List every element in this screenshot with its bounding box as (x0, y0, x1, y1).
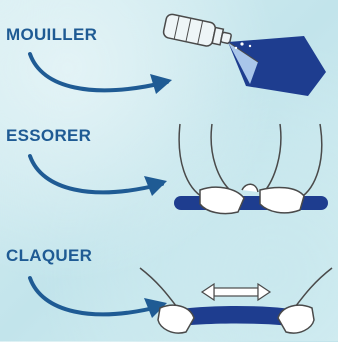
step-claquer: CLAQUER (0, 228, 338, 342)
step-mouiller: MOUILLER (0, 0, 338, 114)
step-label-essorer: ESSORER (6, 126, 91, 146)
towel-icon (222, 32, 332, 102)
curved-arrow-icon (22, 150, 182, 210)
hands-snapping-icon (136, 228, 336, 341)
hands-wringing-icon (160, 120, 338, 232)
step-label-mouiller: MOUILLER (6, 25, 97, 45)
step-label-claquer: CLAQUER (6, 246, 92, 266)
step-essorer: ESSORER (0, 114, 338, 228)
double-arrow-icon (202, 284, 270, 300)
